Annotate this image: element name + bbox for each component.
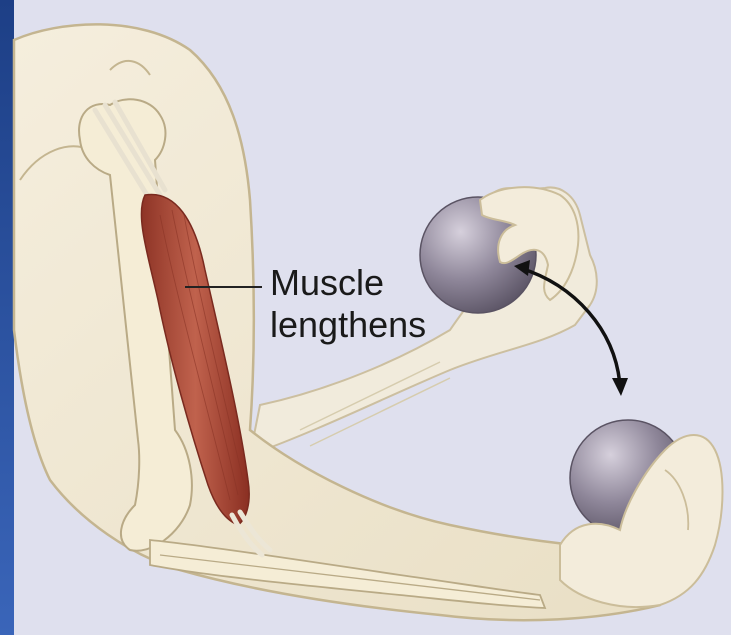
left-blue-strip [0,0,14,635]
motion-arrow-head-bottom [612,378,628,396]
label-lengthens: lengthens [270,307,426,343]
label-muscle: Muscle [270,265,384,301]
